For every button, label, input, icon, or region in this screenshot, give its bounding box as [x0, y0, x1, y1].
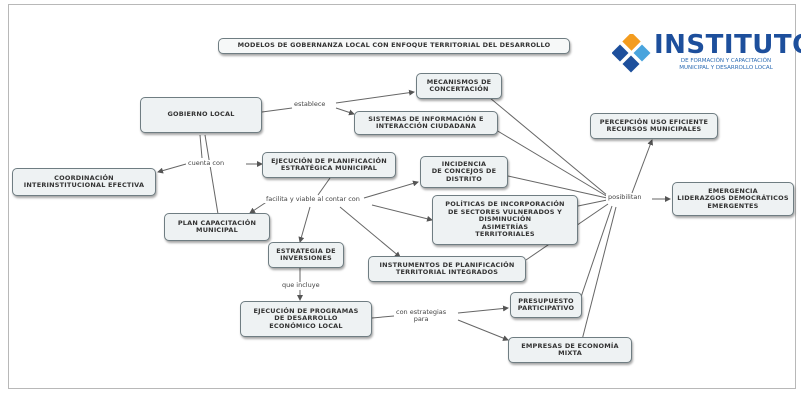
- node-percepcion[interactable]: PERCEPCIÓN USO EFICIENTE RECURSOS MUNICI…: [590, 113, 718, 139]
- link-label-establece: establece: [292, 100, 328, 109]
- link-label-facilita: facilita y viable al contar con: [264, 195, 362, 204]
- link-conestrategias-presupuesto: [457, 305, 509, 314]
- node-empresas[interactable]: EMPRESAS DE ECONOMÍA MIXTA: [508, 337, 632, 363]
- link-facilita-incidencia: [363, 180, 419, 199]
- node-estrategia[interactable]: ESTRATEGIA DE INVERSIONES: [268, 242, 344, 268]
- link-presupuesto-posibilitan: [579, 205, 613, 301]
- node-sistemas[interactable]: SISTEMAS DE INFORMACIÓN E INTERACCIÓN CI…: [354, 111, 498, 135]
- node-incidencia[interactable]: INCIDENCIA DE CONCEJOS DE DISTRITO: [420, 156, 508, 188]
- link-ejecplan-facilita: [317, 177, 331, 196]
- link-gobierno-plancap: [204, 134, 219, 215]
- link-sistemas-posibilitan: [495, 129, 609, 198]
- link-label-que-incluye: que incluye: [280, 281, 322, 290]
- link-facilita-politicas: [371, 204, 433, 222]
- diagram-canvas: [8, 4, 796, 389]
- link-politicas-posibilitan: [577, 199, 608, 207]
- link-mecanismos-posibilitan: [489, 97, 609, 197]
- link-cuentacon-coordinacion: [157, 163, 187, 174]
- link-label-con-estrategias: con estrategias para: [394, 308, 449, 324]
- node-emergencia[interactable]: EMERGENCIA LIDERAZGOS DEMOCRÁTICOS EMERG…: [672, 182, 794, 216]
- link-label-cuenta-con: cuenta con: [186, 159, 227, 168]
- instituto-logo: INSTITUTO DE FORMACIÓN Y CAPACITACIÓN MU…: [612, 30, 801, 80]
- link-facilita-estrategia: [298, 206, 311, 243]
- link-posibilitan-percepcion: [631, 139, 654, 194]
- node-ejecucion-programas[interactable]: EJECUCIÓN DE PROGRAMAS DE DESARROLLO ECO…: [240, 301, 372, 337]
- link-ejecprog-conestrategias: [371, 315, 395, 319]
- link-establece-mecanismos: [335, 89, 415, 104]
- link-label-posibilitan: posibilitan: [606, 193, 644, 202]
- link-facilita-instrumentos: [339, 206, 401, 258]
- node-plan-capacitacion[interactable]: PLAN CAPACITACIÓN MUNICIPAL: [164, 213, 270, 241]
- node-politicas[interactable]: POLÍTICAS DE INCORPORACIÓN DE SECTORES V…: [432, 195, 578, 245]
- node-coordinacion[interactable]: COORDINACIÓN INTERINSTITUCIONAL EFECTIVA: [12, 168, 156, 196]
- node-instrumentos[interactable]: INSTRUMENTOS DE PLANIFICACIÓN TERRITORIA…: [368, 256, 526, 282]
- map-title: MODELOS DE GOBERNANZA LOCAL CON ENFOQUE …: [218, 38, 570, 54]
- node-mecanismos[interactable]: MECANISMOS DE CONCERTACIÓN: [416, 73, 502, 99]
- link-empresas-posibilitan: [581, 206, 617, 341]
- logo-name: INSTITUTO: [654, 30, 801, 60]
- link-gobierno-establece: [261, 107, 293, 113]
- logo-subtitle: DE FORMACIÓN Y CAPACITACIÓN MUNICIPAL Y …: [679, 58, 773, 71]
- link-incidencia-posibilitan: [507, 175, 608, 199]
- node-ejecucion-planificacion[interactable]: EJECUCIÓN DE PLANIFICACIÓN ESTRATÉGICA M…: [262, 152, 396, 178]
- link-conestrategias-empresas: [457, 319, 509, 341]
- link-gobierno-cuentacon: [199, 134, 203, 159]
- node-gobierno-local[interactable]: GOBIERNO LOCAL: [140, 97, 262, 133]
- diamond-logo-icon: [612, 34, 651, 73]
- link-establece-sistemas: [335, 107, 355, 116]
- node-presupuesto[interactable]: PRESUPUESTO PARTICIPATIVO: [510, 292, 582, 318]
